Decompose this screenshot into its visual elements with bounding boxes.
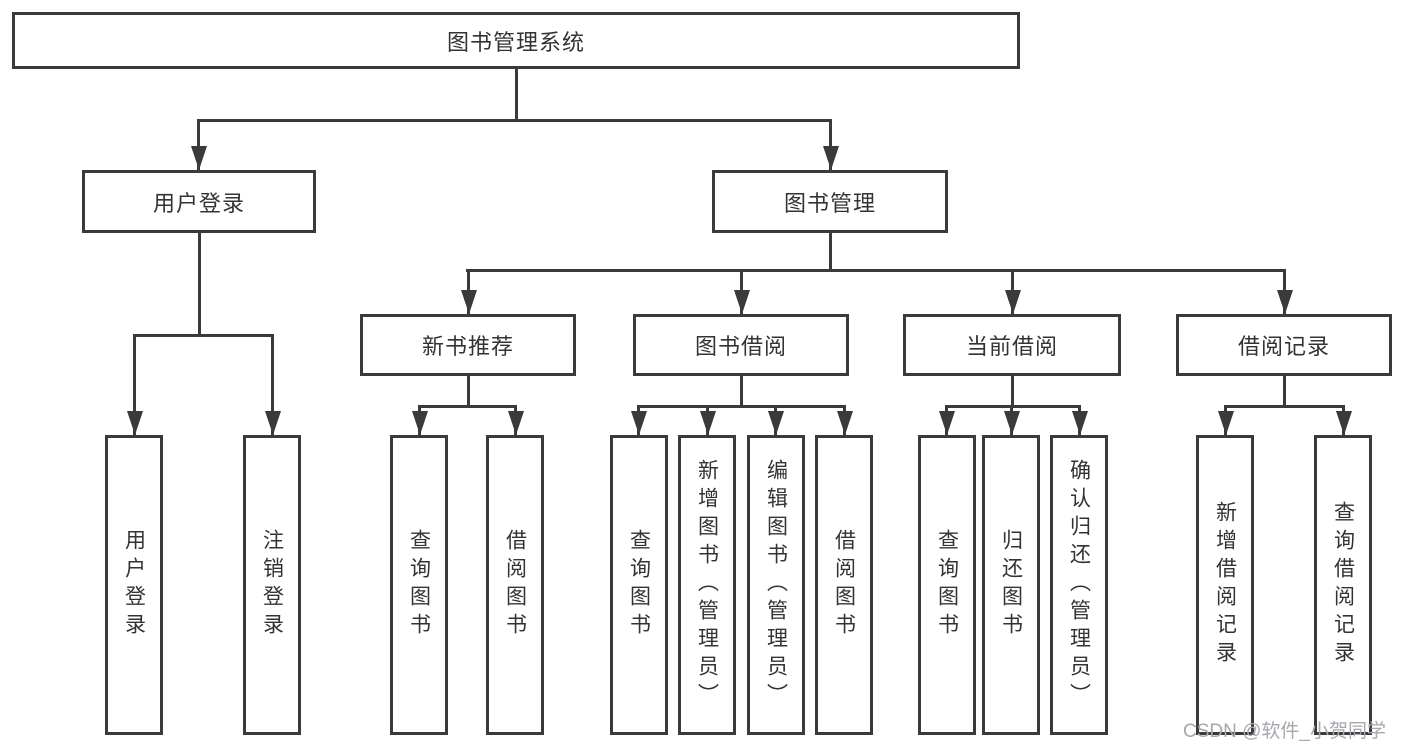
arrow-into-user-login	[197, 119, 200, 170]
node-book-borrow: 图书借阅	[633, 314, 849, 376]
connector-branch-borrow-records	[1224, 405, 1345, 408]
leaf-user-login-label: 用户登录	[122, 529, 146, 641]
node-root-label: 图书管理系统	[446, 29, 585, 55]
arrow-into-leaf-confirm-return	[1078, 405, 1081, 435]
leaf-edit-book-admin-label: 编辑图书（管理员）	[764, 459, 788, 711]
leaf-add-borrow-record-label: 新增借阅记录	[1213, 501, 1237, 669]
leaf-user-login: 用户登录	[105, 435, 163, 735]
arrow-into-leaf-add-book	[706, 405, 709, 435]
connector-branch-user-login	[133, 334, 274, 337]
arrow-into-leaf-return-book	[1010, 405, 1013, 435]
leaf-logout-label: 注销登录	[260, 529, 284, 641]
leaf-borrow-books-2-label: 借阅图书	[832, 529, 856, 641]
node-current-borrow-label: 当前借阅	[965, 334, 1058, 359]
arrow-into-leaf-user-login	[133, 334, 136, 435]
leaf-return-book: 归还图书	[982, 435, 1040, 735]
leaf-borrow-books-recommend: 借阅图书	[486, 435, 544, 735]
leaf-confirm-return-admin-label: 确认归还（管理员）	[1067, 459, 1091, 711]
connector-branch-current-borrow	[945, 405, 1081, 408]
leaf-add-book-admin-label: 新增图书（管理员）	[695, 459, 719, 711]
leaf-query-books-borrow-label: 查询图书	[627, 529, 651, 641]
arrow-into-current-borrow	[1011, 269, 1014, 314]
connector-new-books-stub	[467, 376, 470, 407]
connector-branch-new-books	[418, 405, 517, 408]
connector-branch-book-borrow	[637, 405, 846, 408]
connector-branch-level3	[466, 269, 1285, 272]
node-new-book-recommend: 新书推荐	[360, 314, 576, 376]
leaf-query-books-borrow: 查询图书	[610, 435, 668, 735]
leaf-query-books-recommend: 查询图书	[390, 435, 448, 735]
arrow-into-leaf-query-books-recommend	[418, 405, 421, 435]
connector-book-mgmt-stub	[829, 233, 832, 271]
connector-current-borrow-stub	[1011, 376, 1014, 407]
arrow-into-leaf-borrow-books-recommend	[514, 405, 517, 435]
leaf-add-book-admin: 新增图书（管理员）	[678, 435, 736, 735]
leaf-add-borrow-record: 新增借阅记录	[1196, 435, 1254, 735]
leaf-borrow-books-recommend-label: 借阅图书	[503, 529, 527, 641]
leaf-query-books-current: 查询图书	[918, 435, 976, 735]
connector-user-login-stub	[198, 233, 201, 336]
leaf-edit-book-admin: 编辑图书（管理员）	[747, 435, 805, 735]
connector-branch-level2	[197, 119, 832, 122]
connector-book-borrow-stub	[740, 376, 743, 407]
arrow-into-leaf-logout	[271, 334, 274, 435]
leaf-return-book-label: 归还图书	[999, 529, 1023, 641]
arrow-into-leaf-query-books-current	[945, 405, 948, 435]
leaf-logout: 注销登录	[243, 435, 301, 735]
arrow-into-leaf-borrow-books-2	[843, 405, 846, 435]
watermark: CSDN @软件_小贺同学	[1183, 721, 1386, 742]
arrow-into-leaf-add-borrow-record	[1224, 405, 1227, 435]
leaf-confirm-return-admin: 确认归还（管理员）	[1050, 435, 1108, 735]
node-new-book-recommend-label: 新书推荐	[421, 334, 514, 359]
node-borrow-records-label: 借阅记录	[1237, 334, 1330, 359]
arrow-into-leaf-query-books-borrow	[637, 405, 640, 435]
node-borrow-records: 借阅记录	[1176, 314, 1392, 376]
node-current-borrow: 当前借阅	[903, 314, 1121, 376]
connector-root-stub	[515, 68, 518, 121]
leaf-query-books-current-label: 查询图书	[935, 529, 959, 641]
node-book-management: 图书管理	[712, 170, 948, 233]
node-root: 图书管理系统	[12, 12, 1020, 69]
node-user-login-label: 用户登录	[152, 190, 245, 216]
leaf-query-borrow-record: 查询借阅记录	[1314, 435, 1372, 735]
arrow-into-new-books	[467, 269, 470, 314]
leaf-borrow-books-2: 借阅图书	[815, 435, 873, 735]
node-book-borrow-label: 图书借阅	[694, 334, 787, 359]
arrow-into-leaf-query-borrow-record	[1342, 405, 1345, 435]
arrow-into-leaf-edit-book	[774, 405, 777, 435]
connector-borrow-records-stub	[1283, 376, 1286, 407]
arrow-into-borrow-records	[1283, 269, 1286, 314]
leaf-query-books-recommend-label: 查询图书	[407, 529, 431, 641]
node-user-login: 用户登录	[82, 170, 316, 233]
arrow-into-book-mgmt	[829, 119, 832, 170]
node-book-management-label: 图书管理	[783, 190, 876, 216]
leaf-query-borrow-record-label: 查询借阅记录	[1331, 501, 1355, 669]
arrow-into-book-borrow	[740, 269, 743, 314]
